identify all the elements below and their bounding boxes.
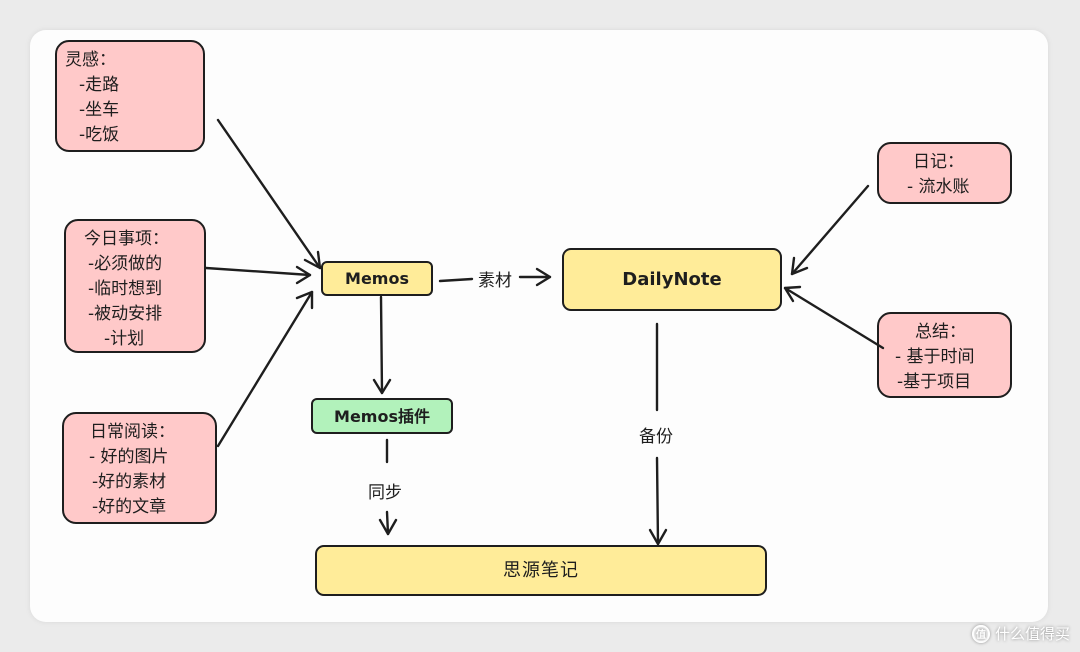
note-today-title: 今日事项： bbox=[84, 229, 169, 249]
note-reading-title: 日常阅读： bbox=[90, 422, 175, 442]
note-diary[interactable]: 日记： - 流水账 bbox=[877, 142, 1012, 204]
siyuan-notes-box[interactable]: 思源笔记 bbox=[315, 545, 767, 596]
note-summary-title: 总结： bbox=[915, 322, 966, 342]
memos-box[interactable]: Memos bbox=[321, 261, 433, 296]
edge-label-sync: 同步 bbox=[365, 478, 405, 503]
note-reading[interactable]: 日常阅读： - 好的图片 -好的素材 -好的文章 bbox=[62, 412, 217, 524]
watermark-logo-icon: 值 bbox=[971, 624, 990, 643]
note-today[interactable]: 今日事项： -必须做的 -临时想到 -被动安排 -计划 bbox=[64, 219, 206, 353]
note-today-item: -被动安排 bbox=[88, 304, 163, 324]
watermark-text: 什么值得买 bbox=[994, 625, 1070, 643]
note-inspiration-item: -走路 bbox=[79, 75, 120, 95]
edge-label-material: 素材 bbox=[475, 266, 515, 291]
note-inspiration-item: -坐车 bbox=[79, 100, 120, 120]
memos-plugin-box[interactable]: Memos插件 bbox=[311, 398, 453, 434]
note-inspiration[interactable]: 灵感： -走路 -坐车 -吃饭 bbox=[55, 40, 205, 152]
memos-box-label: Memos bbox=[345, 269, 409, 288]
note-summary[interactable]: 总结： - 基于时间 -基于项目 bbox=[877, 312, 1012, 398]
note-inspiration-item: -吃饭 bbox=[79, 125, 120, 145]
dailynote-box-label: DailyNote bbox=[622, 269, 722, 290]
note-summary-item: - 基于时间 bbox=[895, 347, 975, 367]
watermark: 值 什么值得买 bbox=[971, 623, 1070, 644]
note-summary-item: -基于项目 bbox=[897, 372, 972, 392]
note-today-item: -临时想到 bbox=[88, 279, 163, 299]
edge-label-backup: 备份 bbox=[636, 422, 676, 447]
note-reading-item: -好的文章 bbox=[92, 497, 167, 517]
siyuan-notes-box-label: 思源笔记 bbox=[503, 560, 579, 581]
note-today-item: -必须做的 bbox=[88, 254, 163, 274]
note-diary-title: 日记： bbox=[913, 152, 964, 172]
memos-plugin-box-label: Memos插件 bbox=[334, 406, 430, 426]
note-reading-item: - 好的图片 bbox=[89, 447, 169, 467]
dailynote-box[interactable]: DailyNote bbox=[562, 248, 782, 311]
note-reading-item: -好的素材 bbox=[92, 472, 167, 492]
note-diary-item: - 流水账 bbox=[907, 177, 970, 197]
note-today-item: -计划 bbox=[104, 329, 145, 349]
note-inspiration-title: 灵感： bbox=[65, 50, 116, 70]
